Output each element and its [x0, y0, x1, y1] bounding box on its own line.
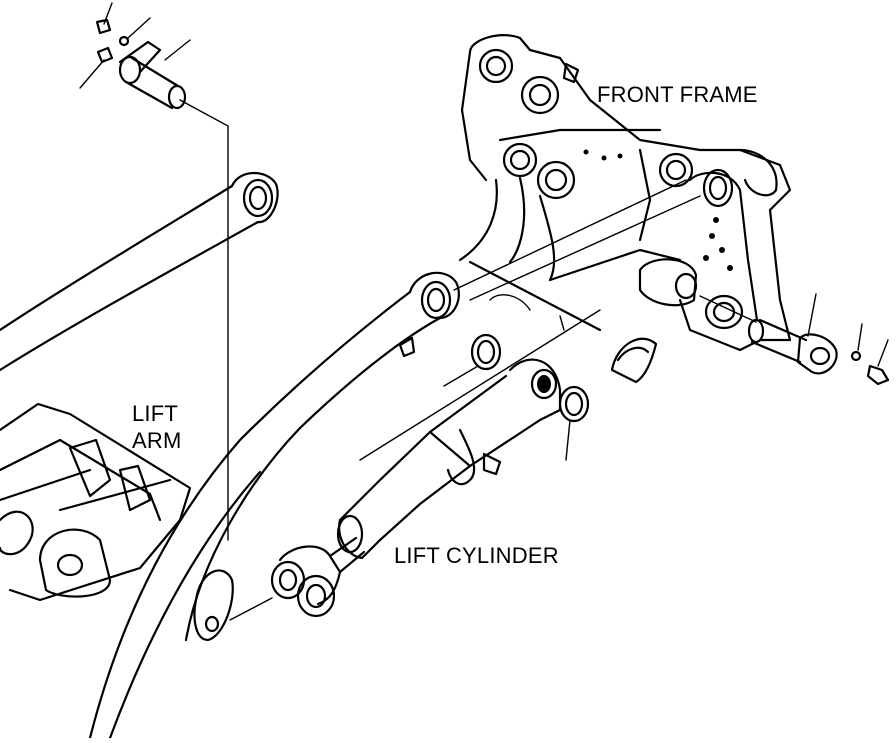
- top-pin-assembly: [79, 2, 229, 541]
- lift-cylinder: [193, 309, 601, 642]
- lift-arm: [0, 171, 460, 740]
- lift-arm-label-line2: ARM: [132, 428, 182, 453]
- lift-cylinder-label: LIFT CYLINDER: [394, 543, 559, 568]
- front-frame-label: FRONT FRAME: [597, 82, 758, 107]
- lift-arm-label-line1: LIFT: [132, 401, 179, 426]
- front-frame: [453, 34, 792, 352]
- bucket-crossmember: [0, 402, 192, 602]
- shims: [443, 294, 658, 461]
- right-pin-assembly: [699, 293, 890, 386]
